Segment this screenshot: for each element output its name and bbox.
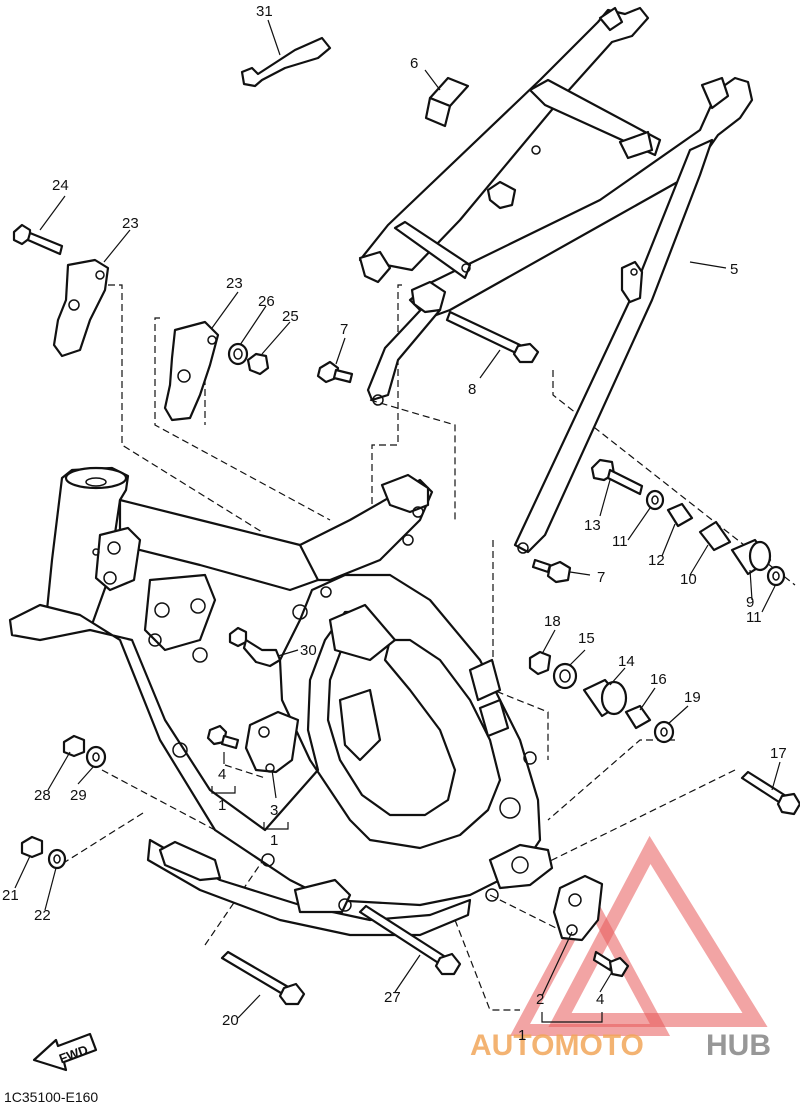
callout-25: 25 <box>282 308 299 325</box>
callout-18: 18 <box>544 613 561 630</box>
diagram-code: 1C35100-E160 <box>4 1089 98 1105</box>
callout-21: 21 <box>2 887 19 904</box>
part-29-washer <box>85 745 107 769</box>
part-16-spacer <box>624 704 652 730</box>
part-5-rear-frame <box>358 6 754 554</box>
callout-22: 22 <box>34 907 51 924</box>
callout-15: 15 <box>578 630 595 647</box>
callout-5: 5 <box>730 261 738 278</box>
callout-30: 30 <box>300 642 317 659</box>
part-15-collar <box>552 662 578 690</box>
watermark-text-2: HUB <box>706 1029 771 1062</box>
part-11-washer-a <box>645 489 665 511</box>
part-17-bolt <box>740 770 800 816</box>
part-4-bolt-left <box>206 724 240 750</box>
callout-9: 9 <box>746 594 754 611</box>
part-2-engine-bracket <box>552 874 604 942</box>
callout-11a: 11 <box>612 533 628 550</box>
callout-23a: 23 <box>122 215 139 232</box>
callout-10: 10 <box>680 571 697 588</box>
callout-28: 28 <box>34 787 51 804</box>
callout-27: 27 <box>384 989 401 1006</box>
part-26-washer <box>227 342 249 366</box>
watermark-logo: AUTOMOTO HUB <box>470 835 771 1062</box>
part-4-bolt-right <box>592 950 630 978</box>
callout-14: 14 <box>618 653 635 670</box>
callout-7a: 7 <box>340 321 348 338</box>
part-9-bushing <box>730 538 772 576</box>
callout-7b: 7 <box>597 569 605 586</box>
callout-2: 2 <box>536 991 544 1008</box>
part-25-nut <box>246 352 270 376</box>
callout-4b: 4 <box>596 991 604 1008</box>
part-19-washer <box>653 720 675 744</box>
callout-23b: 23 <box>226 275 243 292</box>
callout-1b: 1 <box>270 832 278 849</box>
part-18-nut <box>528 650 552 676</box>
part-21-nut <box>20 835 44 859</box>
leader-lines <box>14 19 781 1023</box>
callout-11b: 11 <box>746 609 762 626</box>
part-8-bolt <box>445 310 540 364</box>
callout-26: 26 <box>258 293 275 310</box>
part-7-bolt-right <box>531 558 572 584</box>
part-20-bolt <box>220 950 306 1006</box>
callout-1a: 1 <box>218 797 226 814</box>
callout-31: 31 <box>256 3 273 20</box>
part-22-washer <box>47 848 67 870</box>
callout-13: 13 <box>584 517 601 534</box>
callout-4a: 4 <box>218 766 226 783</box>
watermark-text-1: AUTOMOTO <box>470 1029 644 1062</box>
callout-6: 6 <box>410 55 418 72</box>
callout-24: 24 <box>52 177 69 194</box>
callout-19: 19 <box>684 689 701 706</box>
callout-3: 3 <box>270 802 278 819</box>
part-30-bolt <box>228 626 282 668</box>
callout-8: 8 <box>468 381 476 398</box>
part-11-washer-b <box>766 565 786 587</box>
part-14-bushing <box>582 678 628 718</box>
part-23-bracket-right <box>163 320 220 422</box>
fwd-arrow: FWD <box>32 1032 98 1072</box>
callout-numbers: 31 6 5 24 23 23 26 25 7 8 13 11 12 7 10 … <box>2 3 787 1044</box>
part-31-stay <box>240 36 332 88</box>
part-28-nut <box>62 734 86 758</box>
part-12-spacer <box>666 502 694 528</box>
part-24-bolt <box>12 223 64 256</box>
callout-29: 29 <box>70 787 87 804</box>
part-10-collar <box>698 520 732 552</box>
main-frame <box>8 466 554 937</box>
callout-17: 17 <box>770 745 787 762</box>
callout-20: 20 <box>222 1012 239 1029</box>
callout-12: 12 <box>648 552 665 569</box>
callout-1c: 1 <box>518 1027 526 1044</box>
part-6-damper <box>424 76 470 128</box>
part-7-bolt-top <box>316 360 354 384</box>
part-27-bolt <box>358 904 462 976</box>
part-23-bracket-left <box>52 258 110 358</box>
part-13-bolt <box>590 458 644 496</box>
callout-16: 16 <box>650 671 667 688</box>
